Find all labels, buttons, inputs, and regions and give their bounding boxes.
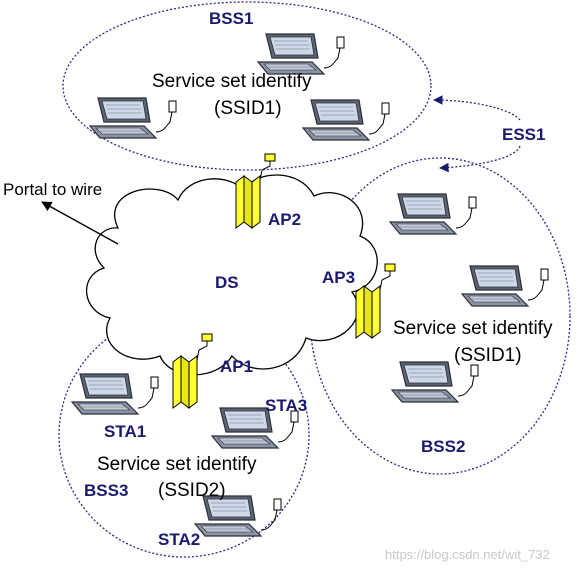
sta1-label: STA1 (104, 422, 146, 441)
ess1-arrow-to-bss1 (433, 95, 521, 121)
laptop-icon (461, 265, 549, 307)
ds-cloud-shape (86, 174, 378, 376)
ap1-label: AP1 (220, 357, 253, 376)
ssid-right-line1: Service set identify (393, 318, 553, 339)
watermark-text: https://blog.csdn.net/wit_732 (385, 547, 550, 562)
ssid-right-line2: (SSID1) (454, 345, 522, 366)
ssid-top-line1: Service set identify (152, 71, 312, 92)
ds-label: DS (215, 273, 239, 292)
laptop-icon (389, 193, 477, 235)
ssid-top-line2: (SSID1) (214, 98, 282, 119)
portal-label: Portal to wire (3, 180, 102, 199)
ess1-label: ESS1 (502, 125, 545, 144)
laptop-icon (391, 361, 479, 403)
ssid-bottom-line2: (SSID2) (158, 480, 226, 501)
laptop-icon (194, 495, 282, 537)
bss1-label: BSS1 (209, 9, 253, 28)
sta2-label: STA2 (158, 530, 200, 549)
laptop-icon (302, 99, 390, 141)
ess1-arrow-to-bss2 (439, 145, 521, 173)
ap3-label: AP3 (322, 268, 355, 287)
bss3-label: BSS3 (84, 481, 128, 500)
ssid-bottom-line1: Service set identify (97, 454, 257, 475)
bss2-label: BSS2 (421, 437, 465, 456)
laptop-icon (89, 97, 177, 139)
sta3-label: STA3 (265, 396, 307, 415)
laptop-icon (71, 373, 159, 415)
bss1-boundary (62, 1, 432, 171)
portal-arrow (41, 201, 119, 245)
ap2-label: AP2 (268, 210, 301, 229)
laptop-icon (257, 33, 345, 75)
